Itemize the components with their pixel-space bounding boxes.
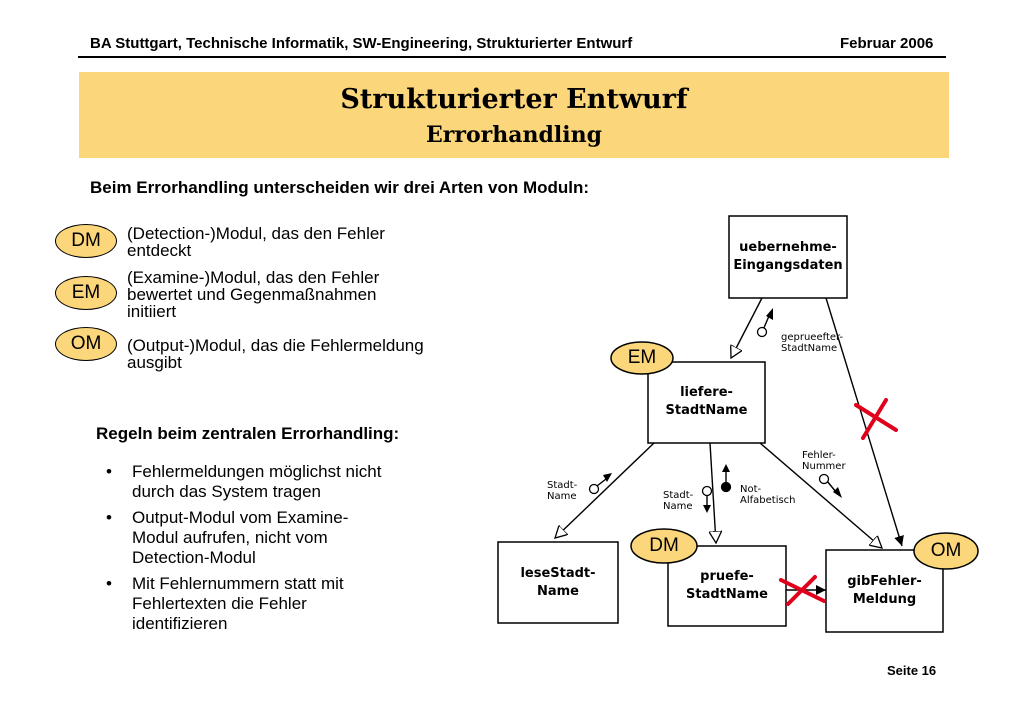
module-uebernehme-box — [728, 215, 848, 299]
data-couple-stadtname-left — [588, 473, 612, 495]
label-geprueft: geprueefter- StadtName — [781, 332, 843, 354]
data-couple-fehlernummer — [818, 473, 842, 498]
call-liefere-to-lese — [555, 442, 655, 538]
label-geprueft-line1: geprueefter- — [781, 332, 844, 343]
definition-em-line2: bewertet und Gegenmaßnahmen — [127, 285, 377, 304]
label-fehlernummer-line2: Nummer — [802, 461, 846, 472]
page-subtitle: Errorhandling — [426, 122, 602, 148]
page-title: Strukturierter Entwurf — [340, 84, 688, 115]
rule-2: Output-Modul vom Examine- Modul aufrufen… — [132, 508, 422, 568]
module-lese-box — [497, 541, 619, 624]
definition-om-line1: (Output-)Modul, das die Fehlermeldung — [127, 336, 424, 355]
module-gibfehler-line1: gibFehler- — [847, 574, 922, 589]
module-lese-line1: leseStadt- — [520, 566, 596, 581]
module-lese-label: leseStadt- Name — [498, 565, 618, 601]
module-liefere-box — [647, 361, 766, 444]
label-stadtname-left-line2: Name — [547, 491, 577, 502]
label-notalfa-line1: Not- — [740, 484, 762, 495]
title-banner: Strukturierter Entwurf Errorhandling — [79, 72, 949, 158]
module-liefere-line1: liefere- — [680, 385, 733, 400]
definition-dm: (Detection-)Modul, das den Fehler entdec… — [127, 225, 507, 259]
label-stadtname-mid-line2: Name — [663, 501, 693, 512]
rule-3-line1: Mit Fehlernummern statt mit — [132, 574, 344, 593]
label-stadtname-mid: Stadt- Name — [663, 490, 693, 512]
definition-dm-line1: (Detection-)Modul, das den Fehler — [127, 224, 385, 243]
diagram-badge-dm-shape — [630, 528, 698, 564]
definition-dm-line2: entdeckt — [127, 241, 192, 260]
rule-1: Fehlermeldungen möglichst nicht durch da… — [132, 462, 422, 502]
diagram-badge-om-shape — [913, 532, 979, 570]
module-pruefe-line2: StadtName — [686, 587, 768, 602]
module-pruefe-label: pruefe- StadtName — [668, 568, 786, 604]
diagram-badge-dm: DM — [649, 535, 679, 556]
module-uebernehme-line1: uebernehme- — [739, 240, 837, 255]
rule-2-line1: Output-Modul vom Examine- — [132, 508, 349, 527]
label-geprueft-line2: StadtName — [781, 343, 838, 354]
diagram-badge-em: EM — [627, 347, 657, 368]
module-gibfehler-label: gibFehler- Meldung — [826, 573, 943, 609]
label-stadtname-mid-line1: Stadt- — [663, 490, 694, 501]
control-flag-notalfa — [720, 464, 732, 493]
bullet-3: • — [106, 574, 112, 593]
module-uebernehme-line2: Eingangsdaten — [733, 258, 843, 273]
page-number: Seite 16 — [887, 663, 937, 678]
call-uebernehme-to-gibfehler — [825, 297, 904, 547]
module-pruefe-box — [667, 545, 787, 627]
definition-om: (Output-)Modul, das die Fehlermeldung au… — [127, 337, 507, 371]
module-liefere-line2: StadtName — [665, 403, 748, 418]
header-course: BA Stuttgart, Technische Informatik, SW-… — [90, 35, 633, 52]
label-stadtname-left-line1: Stadt- — [547, 480, 578, 491]
diagram-badge-em-shape — [610, 341, 674, 375]
bullet-1: • — [106, 462, 112, 481]
label-fehlernummer-line1: Fehler- — [802, 450, 836, 461]
header-date: Februar 2006 — [840, 35, 934, 52]
rule-3: Mit Fehlernummern statt mit Fehlertexten… — [132, 574, 422, 634]
rule-3-line3: identifizieren — [132, 614, 228, 633]
module-gibfehler-line2: Meldung — [852, 592, 917, 607]
definition-em-line3: initiiert — [127, 302, 177, 321]
intro-text: Beim Errorhandling unterscheiden wir dre… — [90, 178, 590, 197]
bullet-2: • — [106, 508, 112, 527]
definition-em: (Examine-)Modul, das den Fehler bewertet… — [127, 269, 507, 320]
call-liefere-to-gibfehler — [759, 442, 882, 548]
label-notalfa-line2: Alfabetisch — [740, 495, 796, 506]
rules-title: Regeln beim zentralen Errorhandling: — [96, 424, 400, 443]
label-notalfa: Not- Alfabetisch — [740, 484, 796, 506]
call-liefere-to-pruefe — [710, 442, 716, 543]
module-pruefe-line1: pruefe- — [700, 569, 754, 584]
badge-om: OM — [55, 327, 117, 361]
label-stadtname-left: Stadt- Name — [547, 480, 577, 502]
module-lese-line2: Name — [536, 584, 579, 599]
data-couple-geprueft — [756, 308, 773, 338]
badge-dm: DM — [55, 224, 117, 258]
call-uebernehme-to-liefere — [731, 297, 763, 358]
rule-1-line1: Fehlermeldungen möglichst nicht — [132, 462, 382, 481]
data-couple-stadtname-mid — [701, 485, 713, 513]
forbidden-cross-om-path — [854, 398, 898, 440]
definition-em-line1: (Examine-)Modul, das den Fehler — [127, 268, 380, 287]
rule-3-line2: Fehlertexten die Fehler — [132, 594, 307, 613]
rule-1-line2: durch das System tragen — [132, 482, 321, 501]
forbidden-cross-dm-path — [779, 575, 826, 606]
badge-em: EM — [55, 276, 117, 310]
diagram-badge-om: OM — [930, 540, 962, 561]
definition-om-line2: ausgibt — [127, 353, 182, 372]
label-fehlernummer: Fehler- Nummer — [802, 450, 846, 472]
module-gibfehler-box — [825, 549, 944, 633]
rule-2-line2: Modul aufrufen, nicht vom — [132, 528, 328, 547]
module-uebernehme-label: uebernehme- Eingangsdaten — [729, 239, 847, 275]
header-divider — [78, 56, 946, 58]
module-liefere-label: liefere- StadtName — [648, 384, 765, 420]
rule-2-line3: Detection-Modul — [132, 548, 256, 567]
